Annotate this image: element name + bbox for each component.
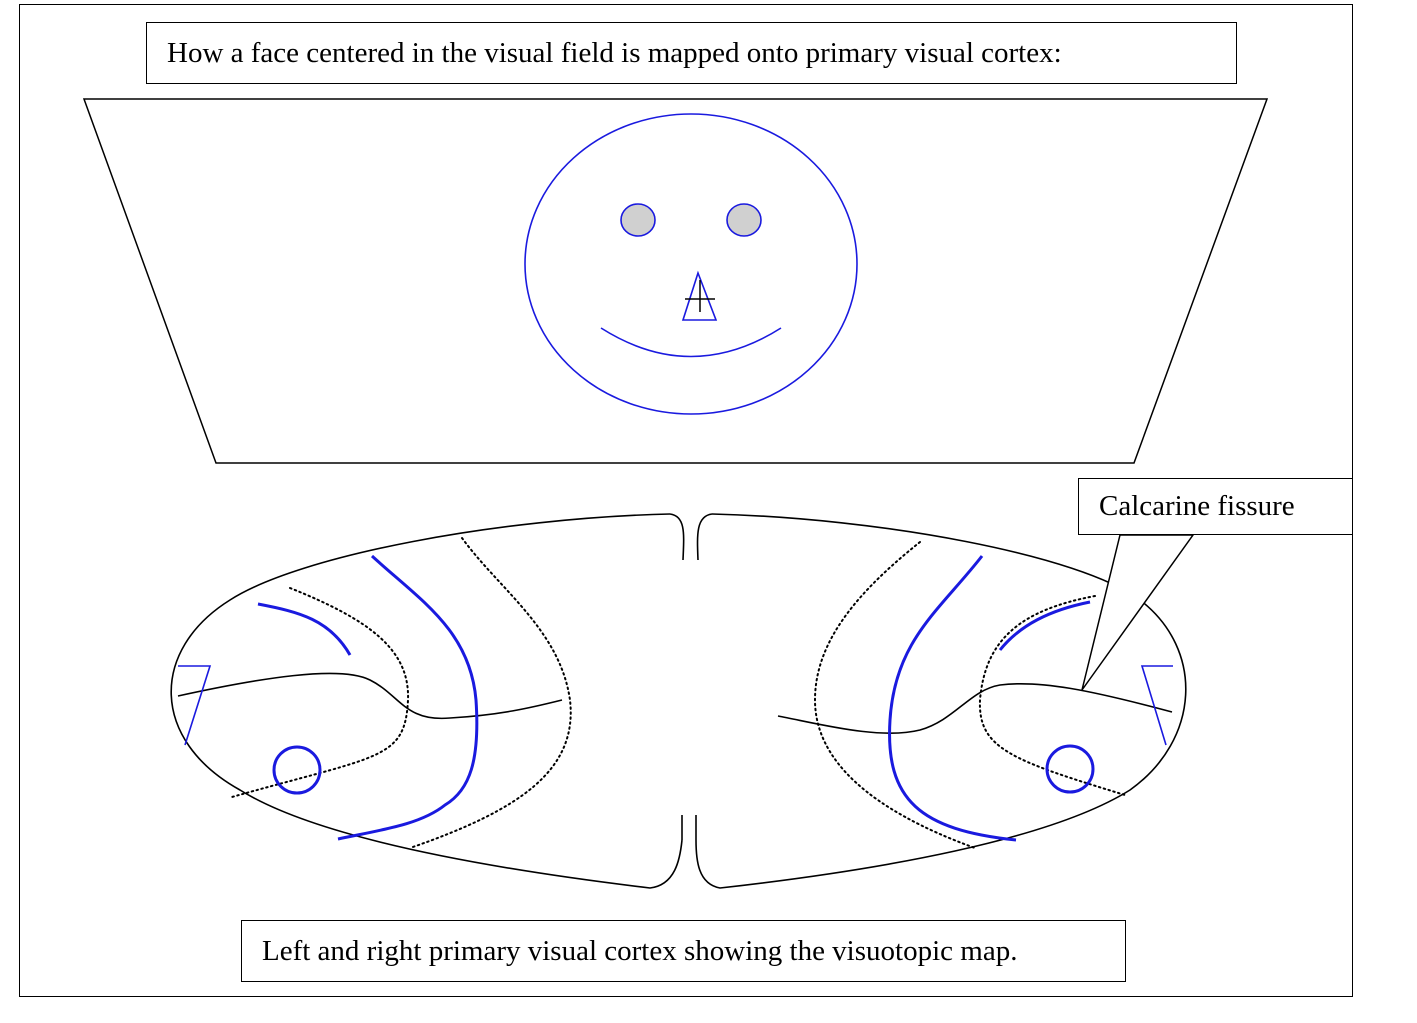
left-dotted-inner bbox=[231, 587, 410, 798]
fixation-cross bbox=[685, 280, 715, 312]
nose bbox=[681, 270, 718, 321]
right-hemisphere-outline bbox=[695, 513, 1187, 889]
right-eye-circle-map bbox=[1045, 744, 1095, 794]
top-notch-left bbox=[669, 513, 685, 561]
left-calcarine-fissure bbox=[177, 672, 563, 720]
caption-label: Left and right primary visual cortex sho… bbox=[241, 920, 1126, 982]
title-text: How a face centered in the visual field … bbox=[167, 36, 1062, 69]
calcarine-fissure-callout: Calcarine fissure bbox=[1078, 478, 1353, 535]
face bbox=[524, 113, 858, 415]
right-nose-map bbox=[1140, 665, 1173, 746]
right-eye-arc-map bbox=[998, 600, 1091, 651]
left-face-outline-map bbox=[337, 554, 479, 841]
cortex-outline bbox=[170, 513, 1187, 889]
left-eye-circle-map bbox=[272, 745, 322, 795]
right-dotted-inner bbox=[978, 595, 1126, 796]
left-eye-arc-map bbox=[257, 602, 352, 656]
left-hemisphere-outline bbox=[170, 513, 683, 889]
right-calcarine-fissure bbox=[777, 682, 1173, 734]
right-eye bbox=[726, 203, 762, 237]
face-outline bbox=[524, 113, 858, 415]
left-dotted-outer bbox=[409, 537, 572, 849]
left-eye bbox=[620, 203, 656, 237]
callout-pointer bbox=[1081, 534, 1195, 691]
callout-text: Calcarine fissure bbox=[1099, 490, 1295, 522]
caption-text: Left and right primary visual cortex sho… bbox=[262, 934, 1018, 967]
visuotopic-map bbox=[178, 554, 1173, 842]
title-label: How a face centered in the visual field … bbox=[146, 22, 1237, 84]
top-notch-right bbox=[696, 513, 713, 561]
right-face-outline-map bbox=[888, 555, 1017, 842]
dotted-contours bbox=[231, 537, 1126, 849]
right-dotted-outer bbox=[813, 541, 976, 849]
mouth bbox=[600, 327, 782, 358]
calcarine-fissures bbox=[177, 672, 1173, 734]
visual-field bbox=[82, 98, 1269, 464]
left-nose-map bbox=[178, 665, 212, 746]
